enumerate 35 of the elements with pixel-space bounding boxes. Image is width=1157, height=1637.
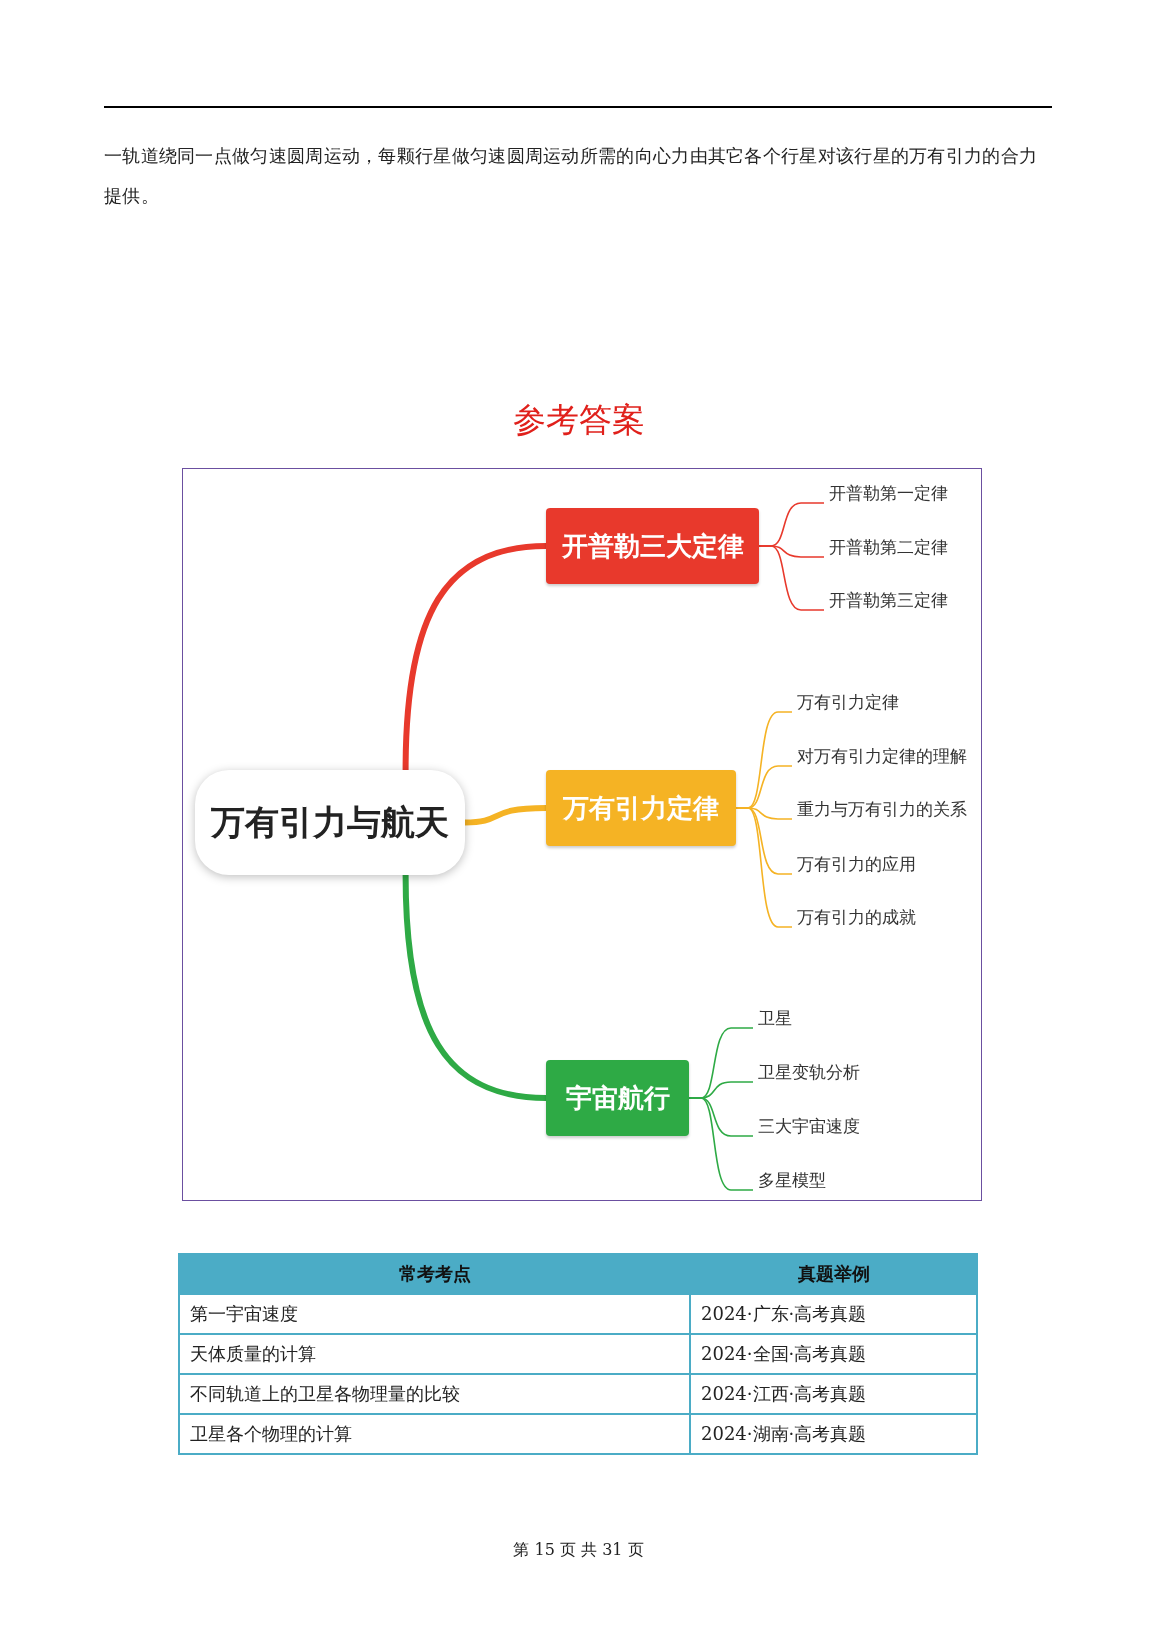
leaf-topic: 开普勒第二定律 — [827, 533, 950, 561]
page-footer: 第 15 页 共 31 页 — [0, 1540, 1157, 1561]
table-header-cell: 真题举例 — [690, 1254, 977, 1294]
leaf-topic: 对万有引力定律的理解 — [795, 742, 969, 770]
branch-line — [402, 874, 547, 1101]
leaf-topic: 万有引力定律 — [795, 688, 901, 716]
table-cell: 2024·广东·高考真题 — [690, 1294, 977, 1334]
leaf-topic: 卫星 — [756, 1004, 794, 1032]
leaf-topic: 卫星变轨分析 — [756, 1058, 862, 1086]
heading: 参考答案 — [511, 399, 646, 441]
table-header-cell: 常考考点 — [179, 1254, 690, 1294]
table-cell: 2024·湖南·高考真题 — [690, 1414, 977, 1454]
leaf-topic: 三大宇宙速度 — [756, 1112, 862, 1140]
table-cell: 第一宇宙速度 — [179, 1294, 690, 1334]
branch-line — [464, 805, 547, 826]
table-cell: 2024·江西·高考真题 — [690, 1374, 977, 1414]
branch-line — [402, 543, 547, 771]
table-cell: 不同轨道上的卫星各物理量的比较 — [179, 1374, 690, 1414]
leaf-topic: 多星模型 — [756, 1166, 828, 1194]
leaf-topic: 开普勒第一定律 — [827, 479, 950, 507]
leaf-topic: 万有引力的成就 — [795, 903, 918, 931]
branch-line — [688, 1097, 754, 1191]
branch-topic: 开普勒三大定律 — [546, 508, 759, 584]
branch-topic: 宇宙航行 — [546, 1060, 689, 1136]
leaf-topic: 开普勒第三定律 — [827, 586, 950, 614]
table-cell: 天体质量的计算 — [179, 1334, 690, 1374]
branch-line — [758, 545, 825, 611]
central-topic: 万有引力与航天 — [195, 770, 465, 875]
paragraph: 一轨道绕同一点做匀速圆周运动，每颗行星做匀速圆周运动所需的向心力由其它各个行星对该行星的万有引力的合力提供。 — [104, 145, 1039, 208]
branch-line — [735, 807, 793, 928]
leaf-topic: 重力与万有引力的关系 — [795, 795, 969, 823]
table-cell: 卫星各个物理的计算 — [179, 1414, 690, 1454]
table-cell: 2024·全国·高考真题 — [690, 1334, 977, 1374]
branch-topic: 万有引力定律 — [546, 770, 736, 846]
leaf-topic: 万有引力的应用 — [795, 850, 918, 878]
